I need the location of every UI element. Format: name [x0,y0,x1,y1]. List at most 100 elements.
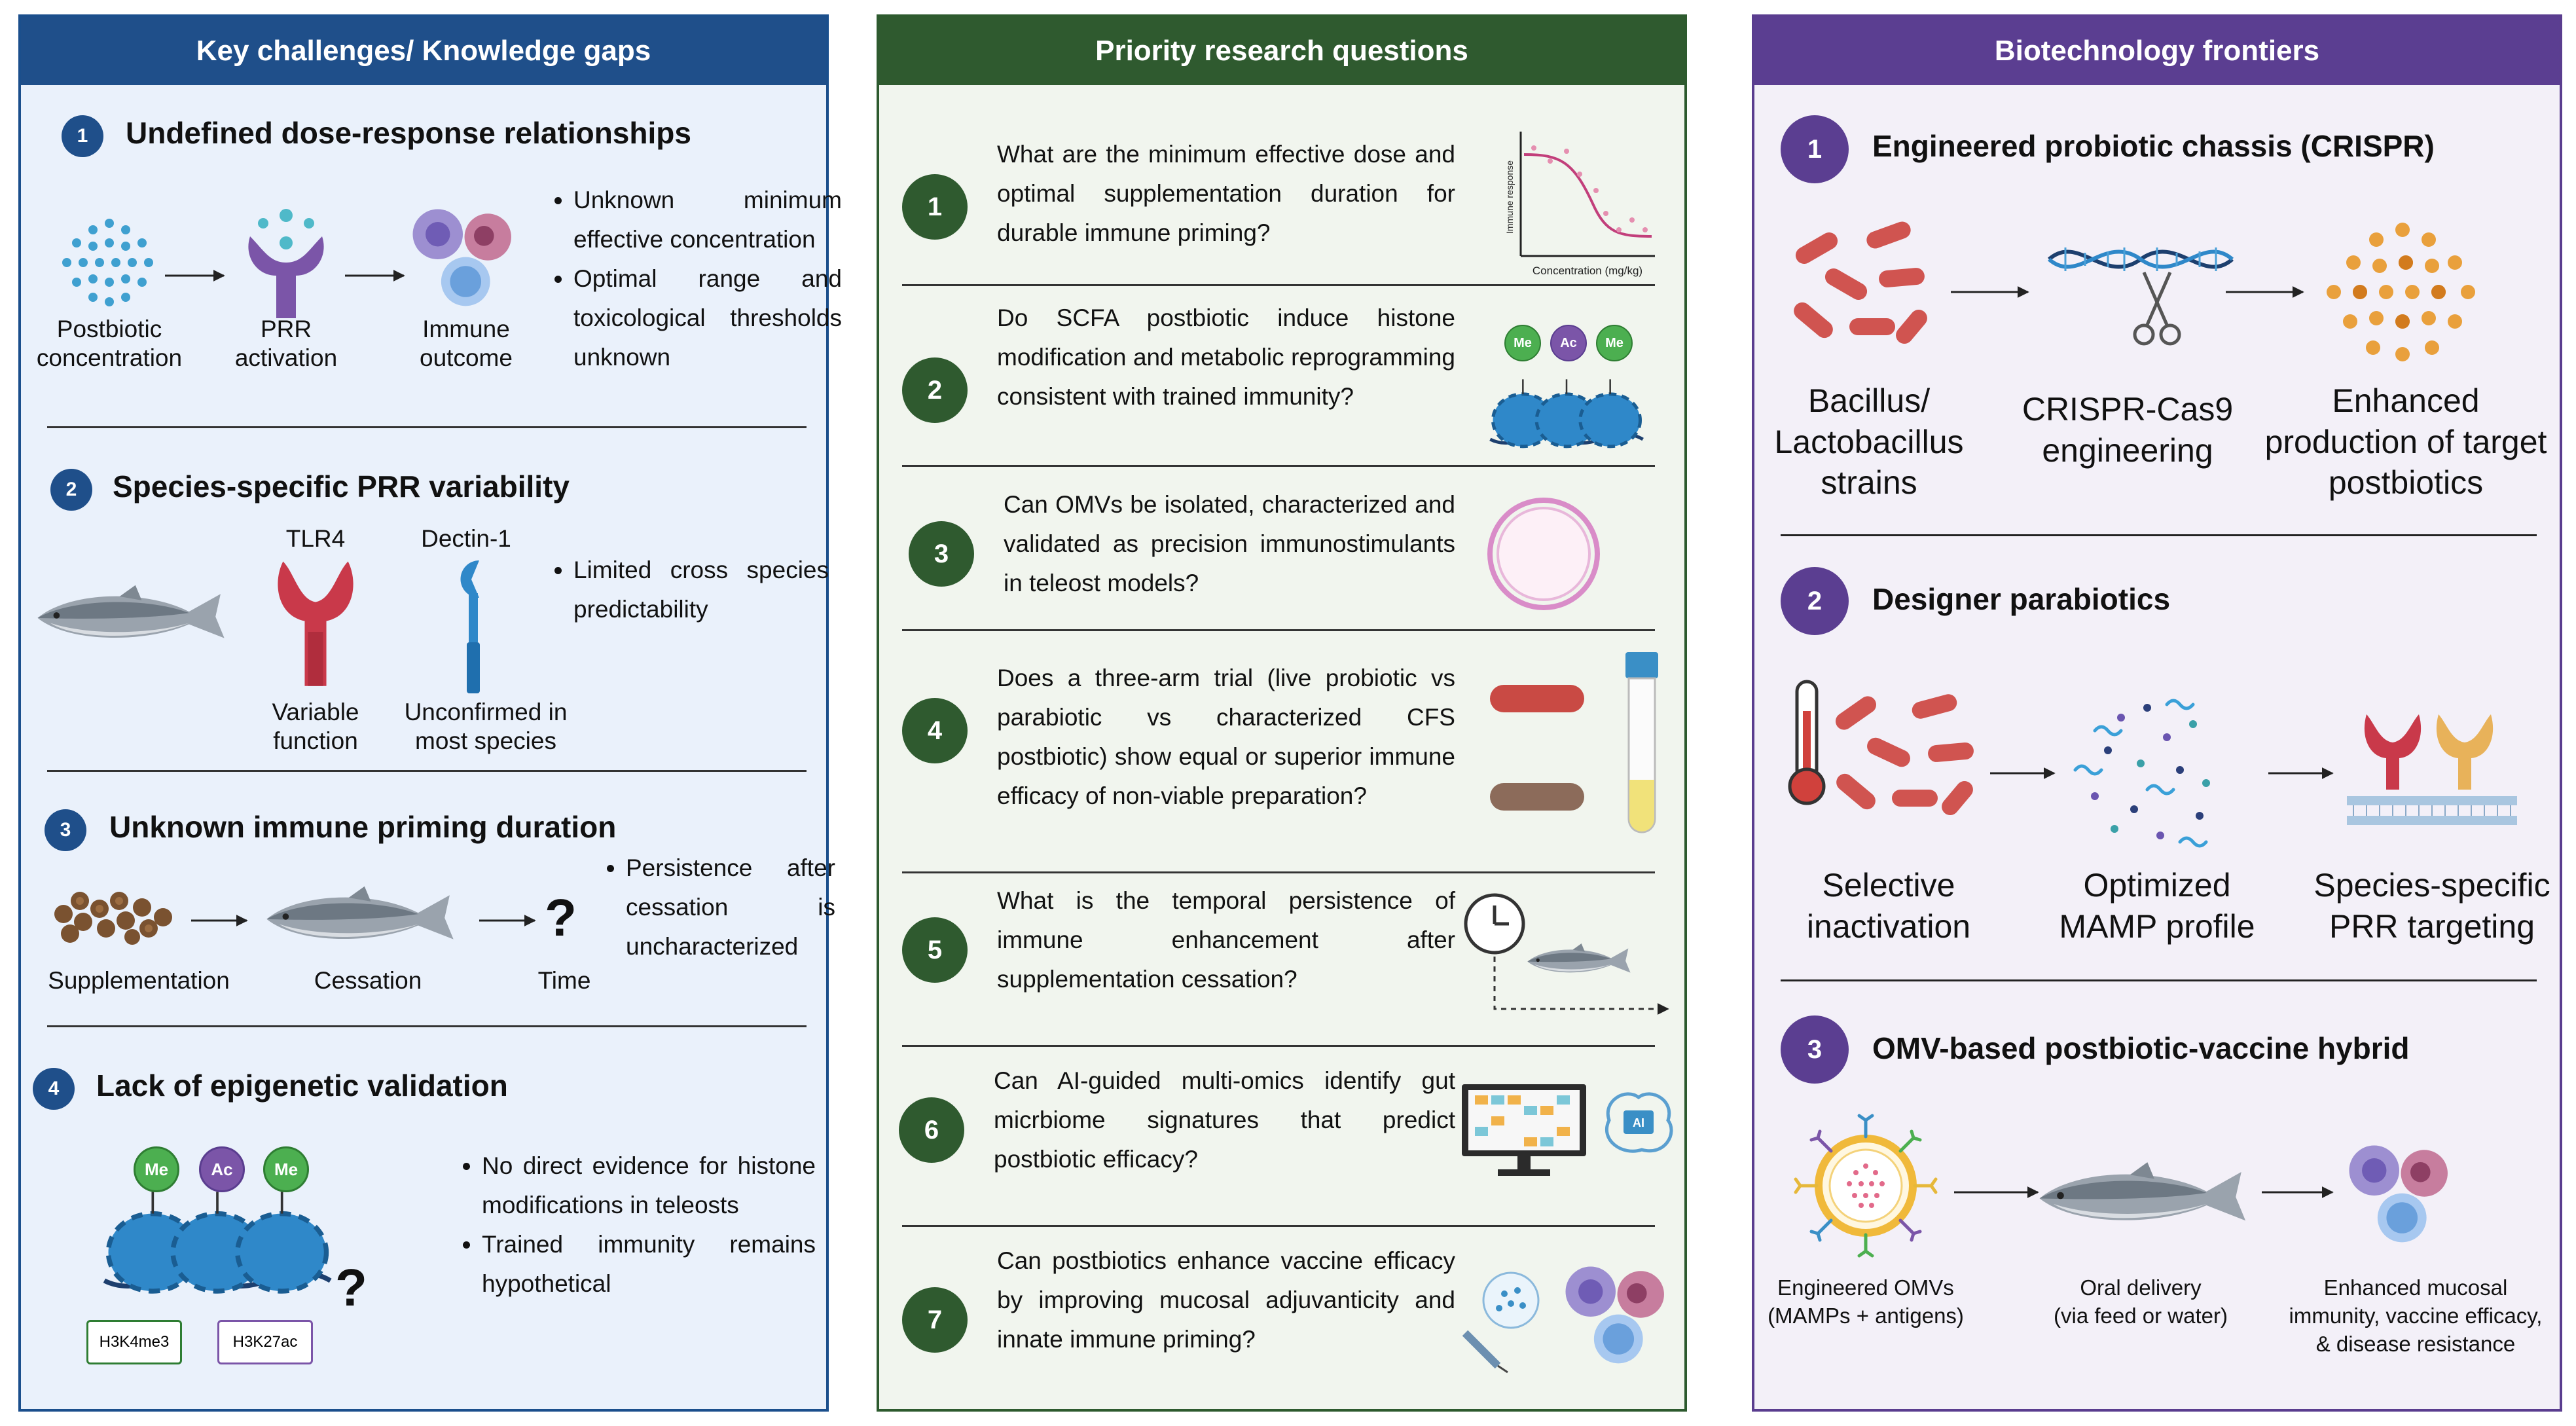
question-number: 1 [902,174,968,240]
label-postbiotic-concentration: Postbiotic concentration [36,316,183,372]
label-enhanced-production: Enhanced production of target postbiotic… [2264,382,2547,501]
bullet-list: Unknown minimum effective concentration … [545,181,842,377]
label-strains: Bacillus/ Lactobacillus strains [1774,382,1964,501]
section-number: 2 [1781,567,1849,635]
divider [902,1045,1655,1047]
section-title: OMV-based postbiotic-vaccine hybrid [1872,1031,2410,1065]
section-number: 1 [1781,115,1849,183]
divider [47,1025,807,1027]
mamp-fragments-icon [2073,699,2210,848]
arrow-icon [1954,1186,2039,1198]
bullet-item: Trained immunity remains hypothetical [482,1225,816,1304]
bullet-list: Persistence after cessation is uncharact… [597,849,835,966]
label-tlr4: TLR4 [285,525,346,552]
clock-icon [1464,893,1525,955]
syringe-icon [1462,1271,1540,1374]
tlr4-receptor-icon [278,561,354,686]
salmon-fish-icon [266,886,454,940]
divider [47,426,807,428]
salmon-fish-icon [2039,1162,2246,1221]
graph-ylabel: Immune response [1504,160,1515,234]
methyl-mark-icon: Me [1504,325,1541,361]
immune-cells-icon [2349,1145,2448,1243]
label-cessation: Cessation [314,967,422,994]
arrow-icon [479,915,536,926]
label-oral-delivery: Oral delivery (via feed or water) [2054,1275,2228,1328]
arrow-icon [345,270,405,282]
panel-title: Key challenges/ Knowledge gaps [21,17,826,85]
divider [1781,979,2537,981]
question-number: 7 [902,1287,968,1353]
divider [902,629,1655,631]
arrow-icon [2226,286,2304,298]
section-title: Unknown immune priming duration [109,810,617,844]
arrow-icon [2268,767,2334,779]
divider [902,1225,1655,1227]
membrane-receptors-icon [2347,714,2517,825]
omv-vesicle-icon [1487,498,1600,610]
section-title: Lack of epigenetic validation [96,1069,508,1103]
divider [47,770,807,772]
divider [902,284,1655,286]
section-title: Designer parabiotics [1872,582,2171,616]
panel-biotech-frontiers: Biotechnology frontiers 1 Engineered pro… [1752,14,2562,1412]
label-immune-outcome: Immune outcome [420,316,513,372]
question-text: What are the minimum effective dose and … [997,141,1455,246]
question-number: 2 [902,357,968,423]
methyl-mark-icon: Me [134,1146,179,1192]
question-mark: ? [335,1258,367,1317]
question-number: 6 [899,1097,964,1163]
acetyl-mark-icon: Ac [1550,325,1587,361]
acetyl-mark-icon: Ac [199,1146,245,1192]
question-text: What is the temporal persistence of immu… [997,887,1455,993]
thermometer-icon [1788,680,1826,805]
label-enhanced-immunity: Enhanced mucosal immunity, vaccine effic… [2289,1275,2543,1356]
test-tube-icon [1625,652,1658,833]
section-number: 4 [33,1068,75,1110]
computer-monitor-icon [1462,1084,1586,1176]
timeline-arrow-icon [1493,957,1669,1015]
methyl-mark-icon: Me [1596,325,1633,361]
bullet-item: No direct evidence for histone modificat… [482,1146,816,1225]
panel-title: Priority research questions [879,17,1684,85]
tag-h3k27ac: H3K27ac [217,1320,313,1364]
section-title: Undefined dose-response relationships [126,116,691,150]
label-prr-targeting: Species-specific PRR targeting [2313,867,2550,945]
ai-brain-icon: AI [1605,1092,1673,1153]
question-text: Can postbiotics enhance vaccine efficacy… [997,1247,1455,1353]
label-optimized-mamp: Optimized MAMP profile [2059,867,2255,945]
bullet-item: Limited cross species predictability [573,551,829,629]
question-text: Do SCFA postbiotic induce histone modifi… [997,304,1455,410]
question-mark: ? [545,888,577,947]
label-prr-activation: PRR activation [234,316,338,372]
arrow-icon [1951,286,2029,298]
prr-receptor-icon [248,209,324,318]
feed-pellets-icon [54,892,172,945]
bullet-list: Limited cross species predictability [545,551,829,629]
label-time: Time [537,967,591,994]
label-crispr: CRISPR-Cas9 engineering [2022,391,2234,469]
tag-h3k4me3: H3K4me3 [86,1320,182,1364]
question-number: 3 [909,521,974,587]
question-number: 4 [902,698,968,763]
panel-priority-questions: Priority research questions 1 What are t… [877,14,1687,1412]
arrow-icon [191,915,248,926]
engineered-omv-icon [1794,1114,1938,1258]
dose-response-graph-icon: Immune response Concentration (mg/kg) [1504,132,1655,277]
divider [902,871,1655,873]
divider [902,465,1655,467]
section-number: 3 [1781,1015,1849,1084]
postbiotic-dots-icon [62,219,153,306]
bacteria-rods-icon [1794,221,1927,344]
bullet-item: Persistence after cessation is uncharact… [626,849,835,966]
postbiotics-dots-icon [2327,223,2475,361]
label-unconfirmed: Unconfirmed in most species [404,699,568,755]
question-text: Can AI-guided multi-omics identify gut m… [994,1067,1455,1173]
label-selective-inactivation: Selective inactivation [1806,867,1971,945]
bullet-item: Optimal range and toxicological threshol… [573,259,842,377]
salmon-fish-icon [37,585,225,638]
bullet-item: Unknown minimum effective concentration [573,181,842,259]
section-number: 2 [50,469,92,511]
immune-cells-icon [412,209,511,306]
arrow-icon [165,270,225,282]
